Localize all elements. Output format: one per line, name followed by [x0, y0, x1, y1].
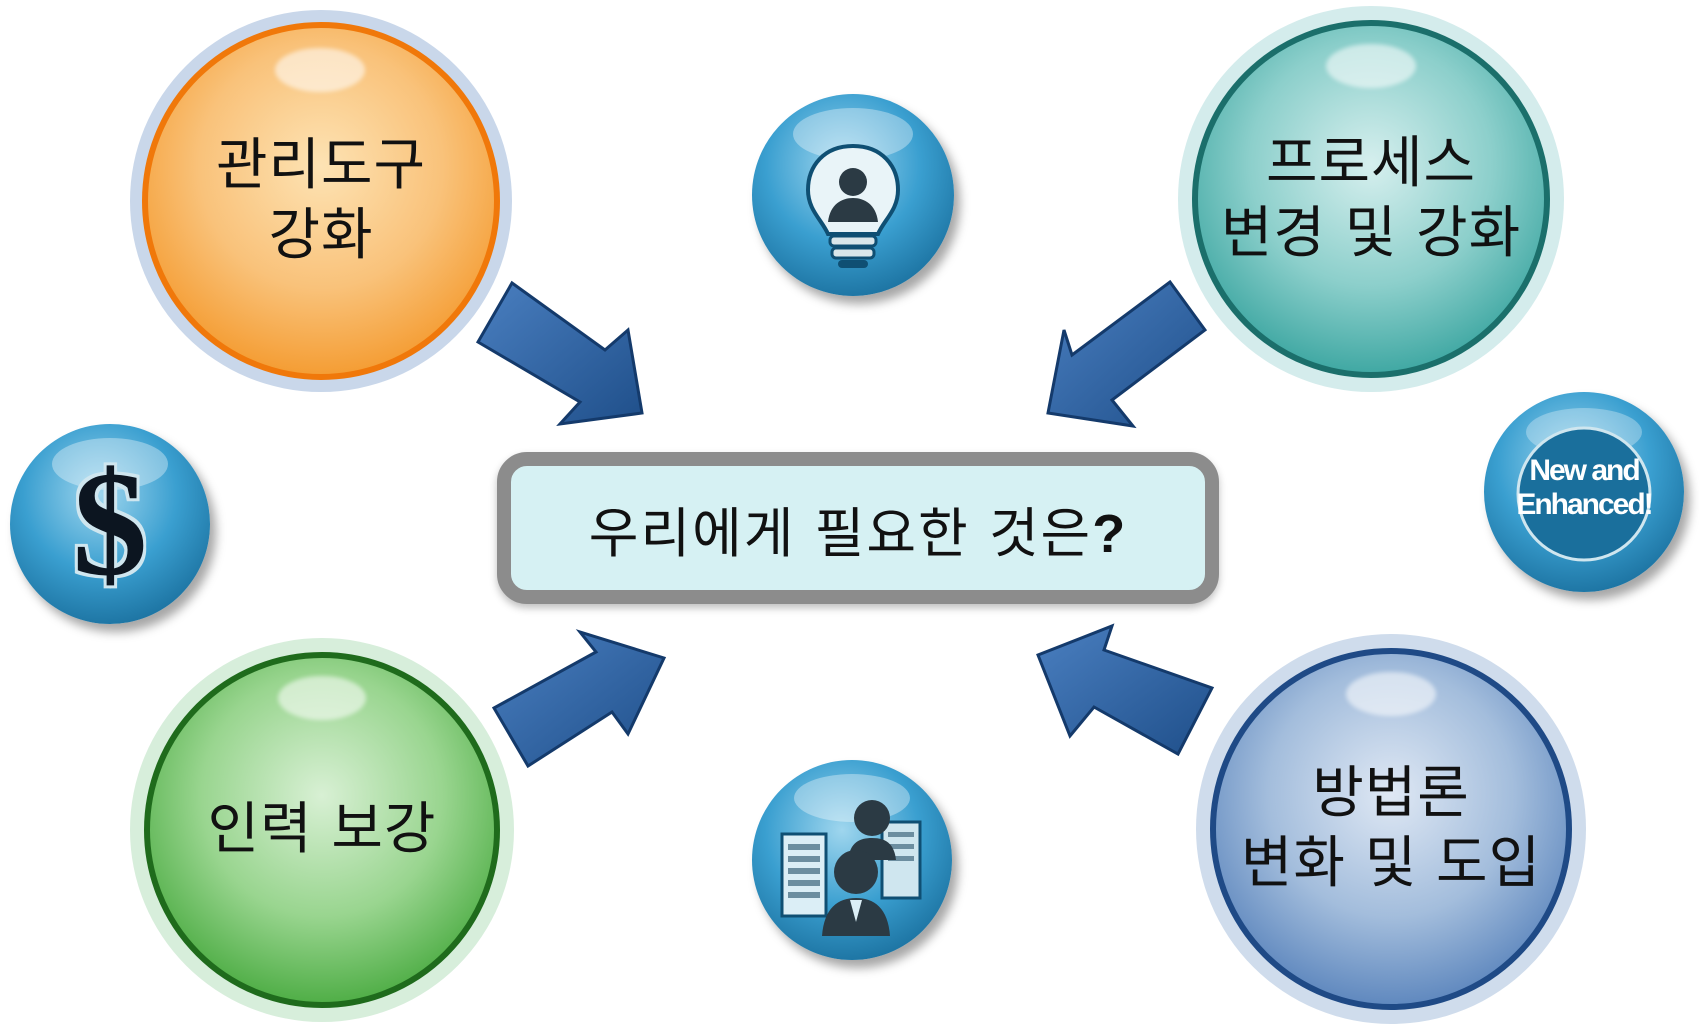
- bubble-tools: 관리도구 강화: [130, 10, 512, 392]
- new-and-enhanced-badge-icon: New and Enhanced!: [1484, 392, 1684, 592]
- arrow-process: [1046, 279, 1208, 429]
- arrow-method: [1036, 623, 1215, 757]
- dollar-glyph: $: [72, 441, 148, 607]
- bubble-staff: 인력 보강: [130, 638, 514, 1022]
- bubble-tools-label: 관리도구 강화: [215, 133, 427, 268]
- bubble-staff-label: 인력 보강: [207, 797, 437, 862]
- bubble-method-label: 방법론 변화 및 도입: [1240, 761, 1542, 896]
- arrow-tools: [475, 280, 644, 427]
- bubble-method: 방법론 변화 및 도입: [1196, 634, 1586, 1024]
- dollar-icon: $: [10, 424, 210, 624]
- people-server-icon: [752, 760, 952, 960]
- bubble-process-label: 프로세스 변경 및 강화: [1220, 131, 1522, 266]
- center-question-text: 우리에게 필요한 것은?: [588, 501, 1128, 565]
- arrow-staff: [491, 629, 667, 769]
- center-question-box: 우리에게 필요한 것은?: [497, 452, 1219, 604]
- bubble-process: 프로세스 변경 및 강화: [1178, 6, 1564, 392]
- badge-text: New and Enhanced!: [1516, 454, 1653, 521]
- lightbulb-person-icon: [752, 94, 954, 296]
